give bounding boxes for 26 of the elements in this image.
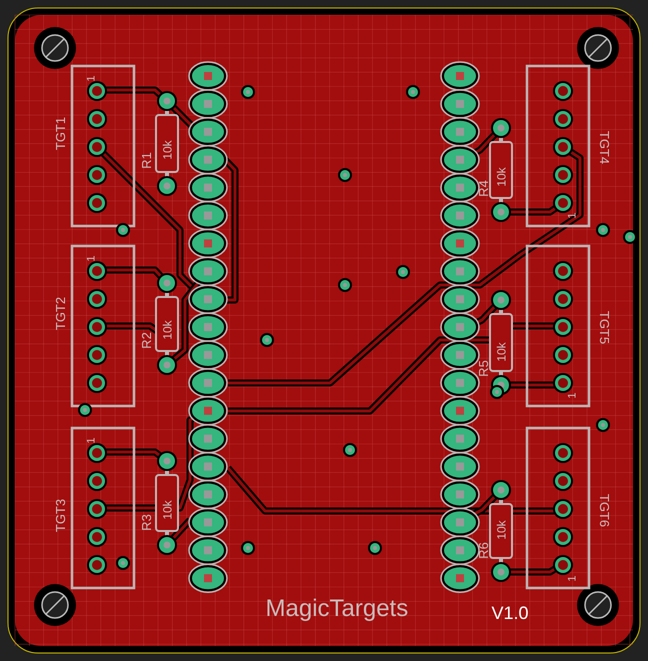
version-label: V1.0 [492,604,529,622]
resistor-label: R1 [139,152,152,168]
connector-label: TGT2 [54,296,67,330]
connector-label: TGT4 [598,130,611,164]
resistor-value: 10k [161,320,174,340]
resistor-value: 10k [161,500,174,520]
connector-label: TGT5 [598,310,611,344]
resistor-label: R2 [139,332,152,348]
board-title: MagicTargets [266,597,408,621]
resistor-label: R5 [476,360,490,376]
resistor-value: 10k [161,140,174,160]
pin-number: 1 [86,254,98,262]
pin-number: 1 [86,436,98,444]
connector-label: TGT3 [54,498,67,532]
pin-number: 1 [86,74,98,82]
connector-label: TGT6 [598,493,611,527]
resistor-label: R4 [476,180,490,196]
resistor-value: 10k [495,167,508,187]
resistor-value: 10k [495,520,508,540]
connector-label: TGT1 [54,116,67,150]
pin-number: 1 [568,392,579,398]
resistor-label: R3 [139,514,152,530]
pin-number: 1 [568,212,579,218]
pin-number: 1 [568,574,579,582]
resistor-label: R6 [476,542,490,558]
resistor-value: 10k [495,342,508,362]
